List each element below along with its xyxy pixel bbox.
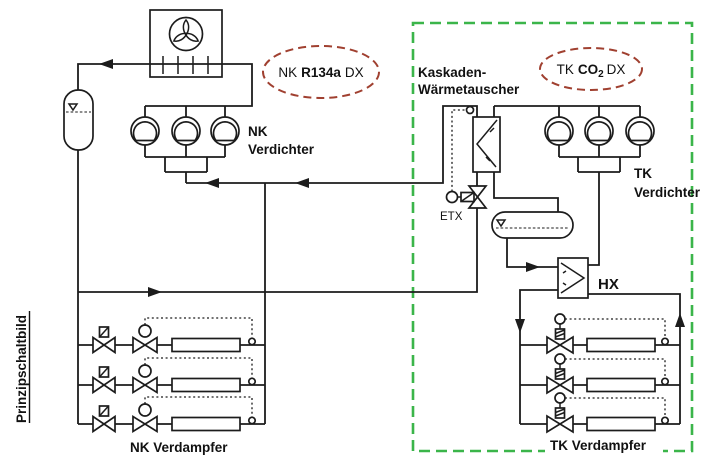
etx-label: ETX xyxy=(440,211,463,223)
tk-evaporators-label-bg xyxy=(545,437,663,454)
nk-evaporator-branch-3 xyxy=(77,396,266,433)
etx-sensor xyxy=(445,190,459,204)
fan-condenser xyxy=(149,9,223,78)
flow-arrow-right-tk-liquid xyxy=(526,262,540,272)
tk-compressor-2 xyxy=(584,116,614,146)
nk-pipes xyxy=(77,63,478,424)
flow-arrows xyxy=(99,59,685,333)
tk-compressor-1 xyxy=(544,116,574,146)
condenser-coil-ticks xyxy=(162,56,209,74)
tk-compressors-label-line1: TK xyxy=(634,166,652,181)
nk-compressor-3 xyxy=(210,116,240,146)
nk-compressors-label-line1: NK xyxy=(248,124,268,139)
nk-evaporators xyxy=(77,317,266,433)
suction-sensor-bulb xyxy=(465,105,475,115)
flow-arrow-left-suction-2 xyxy=(295,178,309,188)
nk-compressors-label-line2: Verdichter xyxy=(248,142,315,157)
nk-receiver xyxy=(63,89,94,151)
nk-evaporator-branch-2 xyxy=(77,357,266,394)
cascade-hx-label-line1: Kaskaden- xyxy=(418,65,486,80)
tk-evaporator-branch-2 xyxy=(519,353,681,394)
flow-arrow-down-tk-supply xyxy=(515,319,525,333)
tk-evaporators xyxy=(519,313,681,433)
cascade-hx-label-line2: Wärmetauscher xyxy=(418,82,520,97)
tk-circuit-boundary xyxy=(411,21,694,453)
internal-heat-exchanger xyxy=(557,257,589,299)
tk-compressors-label-line2: Verdichter xyxy=(634,185,701,200)
tk-pipes xyxy=(493,105,681,424)
nk-compressor-2 xyxy=(171,116,201,146)
flow-arrow-left-condenser xyxy=(99,59,113,69)
etx-valve xyxy=(445,109,488,209)
nk-compressor-1 xyxy=(130,116,160,146)
side-title: Prinzipschaltbild xyxy=(14,311,31,423)
cascade-heat-exchanger xyxy=(465,105,501,173)
flow-arrow-up-tk-return xyxy=(675,313,685,327)
hx-label: HX xyxy=(598,276,619,293)
tk-compressor-3 xyxy=(625,116,655,146)
tk-evaporator-branch-3 xyxy=(519,392,681,433)
tk-evaporator-branch-1 xyxy=(519,313,681,354)
svg-text:Prinzipschaltbild: Prinzipschaltbild xyxy=(14,315,29,423)
nk-evaporators-label: NK Verdampfer xyxy=(130,440,228,455)
flow-arrow-left-suction-1 xyxy=(205,178,219,188)
nk-evaporator-branch-1 xyxy=(77,317,266,354)
nk-compressor-group xyxy=(130,116,240,146)
tk-compressor-group xyxy=(544,116,655,146)
flow-arrow-right-liquid xyxy=(148,287,162,297)
labels: Kaskaden- Wärmetauscher NK Verdichter TK… xyxy=(14,65,701,455)
fan-icon xyxy=(168,16,204,52)
tk-receiver xyxy=(491,211,574,239)
tk-evaporators-label: TK Verdampfer xyxy=(550,438,647,453)
